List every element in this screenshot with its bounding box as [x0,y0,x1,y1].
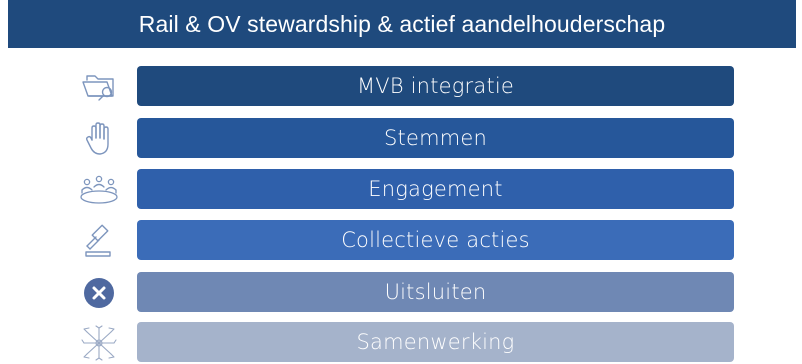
step-label: MVB integratie [356,74,515,98]
step-bar: Collectieve acties [137,220,734,260]
step-bar: Uitsluiten [137,272,734,312]
step-collectieve-acties: Collectieve acties [74,220,734,262]
hands-together-icon [74,322,124,364]
step-bar: MVB integratie [137,66,734,106]
step-engagement: Engagement [74,169,734,211]
meeting-table-icon [74,169,124,211]
diagram-title: Rail & OV stewardship & actief aandelhou… [8,0,796,48]
step-samenwerking: Samenwerking [74,322,734,364]
step-stemmen: Stemmen [74,118,734,160]
step-bar: Engagement [137,169,734,209]
step-label: Stemmen [383,126,488,150]
step-mvb-integratie: MVB integratie [74,66,734,108]
step-bar: Stemmen [137,118,734,158]
step-label: Collectieve acties [341,228,530,252]
step-uitsluiten: Uitsluiten [74,272,734,314]
step-label: Engagement [368,177,503,201]
step-label: Samenwerking [356,330,515,354]
exclude-x-icon [74,272,124,314]
gavel-icon [74,220,124,262]
folder-search-icon [74,66,124,108]
diagram-title-text: Rail & OV stewardship & actief aandelhou… [138,10,666,37]
step-label: Uitsluiten [384,280,487,304]
raised-hand-icon [74,118,124,160]
step-bar: Samenwerking [137,322,734,362]
